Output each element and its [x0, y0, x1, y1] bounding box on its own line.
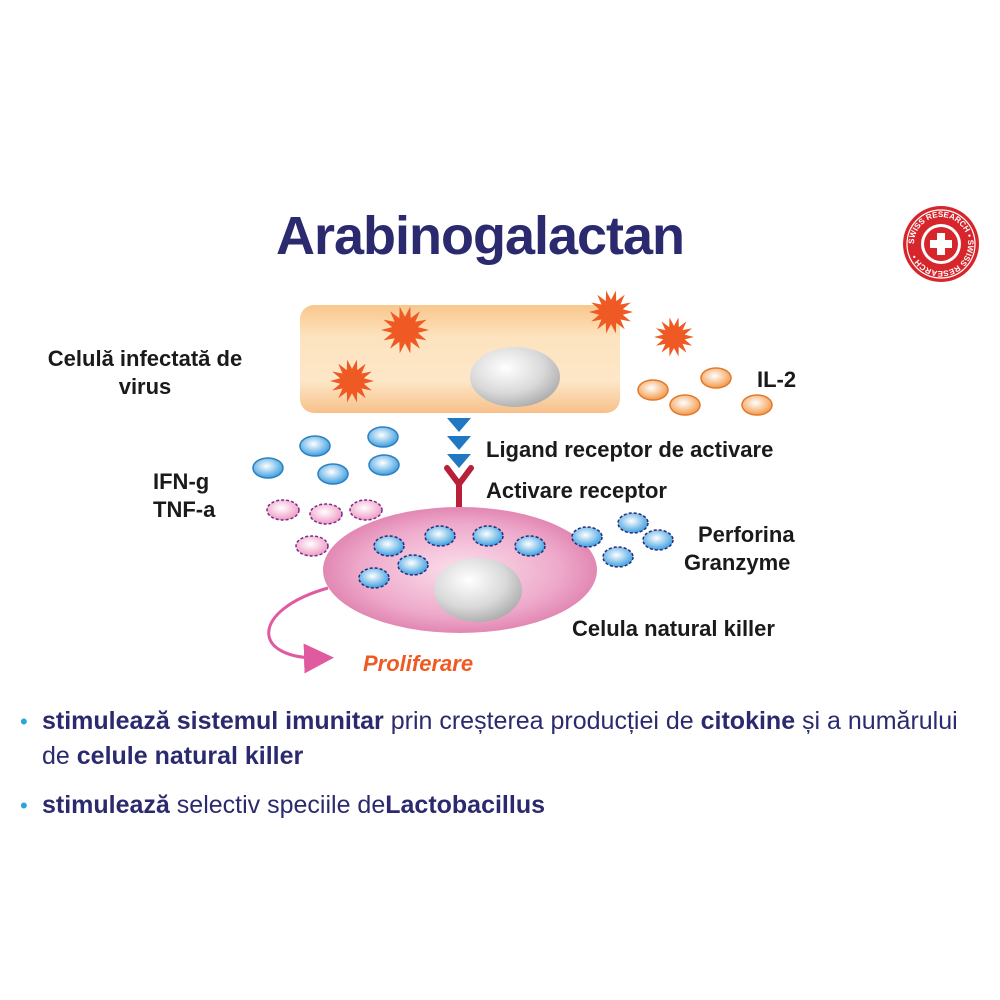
text: și a numărului de — [42, 707, 958, 770]
il2-label: IL-2 — [757, 367, 797, 392]
virus-group — [330, 290, 694, 403]
il2-cytokine — [637, 379, 669, 401]
benefit-item: • stimulează selectiv speciile deLactoba… — [20, 788, 980, 823]
proliferation-arrow — [267, 586, 334, 674]
virus-icon — [589, 290, 633, 334]
activation-label: Activare receptor — [486, 478, 667, 503]
arrow-down-icon — [447, 454, 471, 468]
infected-cell-label: Celulă infectată de virus — [47, 346, 243, 399]
granzyme-label: Granzyme — [684, 550, 791, 575]
activation-receptor — [444, 465, 474, 513]
proliferation-label: Proliferare — [363, 651, 474, 676]
il2-cytokine — [669, 394, 701, 416]
swiss-research-logo: SWISS RESEARCH • SWISS RESEARCH • — [903, 206, 979, 282]
ligand-label: Ligand receptor de activare — [486, 437, 774, 462]
bold-text: stimulează sistemul imunitar — [42, 707, 384, 735]
bold-text: stimulează — [42, 791, 170, 819]
page-title: Arabinogalactan — [275, 206, 685, 266]
ifn-label: IFN-g — [153, 469, 210, 494]
perforin-granzyme-granules — [358, 512, 674, 589]
bold-text: celule natural killer — [76, 742, 304, 770]
il2-cytokine — [700, 367, 732, 389]
nk-cell-label: Celula natural killer — [572, 616, 775, 641]
perforina-label: Perforina — [698, 522, 795, 547]
benefit-text: stimulează selectiv speciile deLactobaci… — [42, 791, 545, 819]
benefits-list: • stimulează sistemul imunitar prin creș… — [20, 704, 980, 837]
ifn-tnf-cytokines-pink — [266, 499, 383, 557]
virus-icon — [654, 317, 694, 357]
bullet-dot-icon: • — [20, 709, 28, 734]
benefit-text: stimulează sistemul imunitar prin crește… — [42, 707, 958, 770]
il2-cytokines — [637, 367, 773, 416]
bold-text: Lactobacillus — [385, 791, 545, 819]
text: selectiv speciile de — [169, 791, 386, 819]
tnf-label: TNF-a — [153, 497, 216, 522]
nk-cell-nucleus — [434, 558, 522, 622]
arrow-down-icon — [447, 436, 471, 450]
virus-icon — [330, 359, 374, 403]
bold-text: citokine — [700, 707, 796, 735]
ligand-arrows — [447, 418, 471, 468]
arrow-down-icon — [447, 418, 471, 432]
benefit-item: • stimulează sistemul imunitar prin creș… — [20, 704, 980, 774]
ifn-tnf-cytokines-blue — [252, 426, 400, 485]
infected-cell-nucleus — [470, 347, 560, 407]
il2-cytokine — [741, 394, 773, 416]
bullet-dot-icon: • — [20, 793, 28, 818]
text: prin creșterea producției de — [383, 707, 701, 735]
virus-icon — [381, 306, 429, 354]
